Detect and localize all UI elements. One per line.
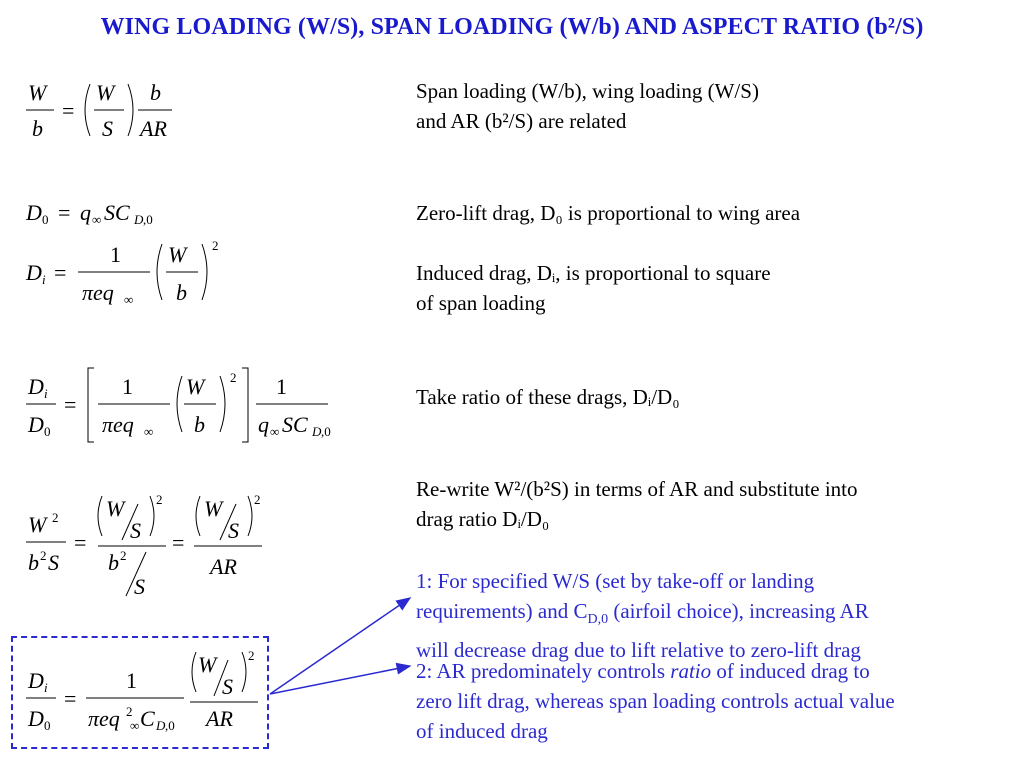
svg-text:S: S xyxy=(222,674,233,699)
svg-text:S: S xyxy=(228,518,239,543)
svg-text:2: 2 xyxy=(248,648,255,663)
svg-text:,0: ,0 xyxy=(165,718,175,733)
svg-text:0: 0 xyxy=(44,424,51,439)
svg-text:,0: ,0 xyxy=(321,424,331,439)
svg-text:W: W xyxy=(168,242,188,267)
svg-text:b: b xyxy=(28,550,39,575)
svg-text:∞: ∞ xyxy=(130,718,139,733)
svg-text:W: W xyxy=(186,374,206,399)
svg-text:S: S xyxy=(102,116,113,141)
svg-text:=: = xyxy=(58,200,70,225)
highlight-box xyxy=(11,636,269,749)
svg-text:=: = xyxy=(62,98,74,123)
description-4: Take ratio of these drags, Dᵢ/D₀ xyxy=(416,385,680,409)
svg-text:1: 1 xyxy=(122,374,133,399)
svg-text:W: W xyxy=(28,80,48,105)
svg-text:=: = xyxy=(54,260,66,285)
svg-text:1: 1 xyxy=(126,668,137,693)
svg-text:b: b xyxy=(194,412,205,437)
svg-text:i: i xyxy=(44,680,48,695)
svg-text:0: 0 xyxy=(44,718,51,733)
svg-text:∞: ∞ xyxy=(124,292,133,307)
svg-text:2: 2 xyxy=(212,238,219,253)
svg-text:AR: AR xyxy=(208,554,237,579)
svg-text:i: i xyxy=(42,272,46,287)
page-title: WING LOADING (W/S), SPAN LOADING (W/b) A… xyxy=(100,14,924,40)
svg-text:q: q xyxy=(258,412,269,437)
svg-text:SC: SC xyxy=(282,412,308,437)
svg-text:AR: AR xyxy=(204,706,233,731)
arrow-to-note-2 xyxy=(269,662,412,695)
svg-text:D: D xyxy=(27,706,44,731)
svg-text:πeq: πeq xyxy=(102,412,134,437)
svg-text:S: S xyxy=(48,550,59,575)
svg-text:b: b xyxy=(32,116,43,141)
svg-text:b: b xyxy=(150,80,161,105)
svg-text:q: q xyxy=(80,200,91,225)
svg-text:=: = xyxy=(172,530,184,555)
svg-text:D: D xyxy=(27,374,44,399)
svg-text:D: D xyxy=(133,212,144,227)
svg-text:b: b xyxy=(176,280,187,305)
description-5: Re-write W²/(b²S) in terms of AR and sub… xyxy=(416,477,858,531)
svg-text:1: 1 xyxy=(276,374,287,399)
svg-text:∞: ∞ xyxy=(92,212,101,227)
arrow-to-note-1 xyxy=(269,597,412,695)
svg-text:S: S xyxy=(134,574,145,599)
description-3: Induced drag, Dᵢ, is proportional to squ… xyxy=(416,261,771,315)
svg-text:2: 2 xyxy=(52,510,59,525)
note-1: 1: For specified W/S (set by take-off or… xyxy=(416,569,869,662)
svg-text:1: 1 xyxy=(110,242,121,267)
svg-text:2: 2 xyxy=(156,492,163,507)
svg-text:D: D xyxy=(155,718,166,733)
svg-text:AR: AR xyxy=(138,116,167,141)
svg-text:2: 2 xyxy=(126,704,133,719)
svg-text:=: = xyxy=(64,686,76,711)
svg-text:W: W xyxy=(204,496,224,521)
svg-text:D: D xyxy=(311,424,322,439)
svg-text:D: D xyxy=(27,668,44,693)
svg-text:2: 2 xyxy=(230,370,237,385)
svg-text:D: D xyxy=(27,412,44,437)
svg-text:b: b xyxy=(108,550,119,575)
svg-text:W: W xyxy=(96,80,116,105)
svg-text:=: = xyxy=(64,392,76,417)
equation-span-loading: W b = W S b AR xyxy=(26,80,172,141)
description-1: Span loading (W/b), wing loading (W/S)an… xyxy=(416,79,759,133)
svg-text:=: = xyxy=(74,530,86,555)
svg-text:0: 0 xyxy=(42,212,49,227)
svg-text:D: D xyxy=(25,200,42,225)
svg-text:SC: SC xyxy=(104,200,130,225)
svg-text:S: S xyxy=(130,518,141,543)
note-2: 2: AR predominately controls ratio of in… xyxy=(416,659,895,743)
description-2: Zero-lift drag, D₀ is proportional to wi… xyxy=(416,201,801,225)
svg-text:D: D xyxy=(25,260,42,285)
svg-text:W: W xyxy=(198,652,218,677)
svg-text:2: 2 xyxy=(40,548,47,563)
svg-text:W: W xyxy=(28,512,48,537)
svg-text:πeq: πeq xyxy=(82,280,114,305)
svg-text:W: W xyxy=(106,496,126,521)
svg-text:πeq: πeq xyxy=(88,706,120,731)
svg-text:C: C xyxy=(140,706,155,731)
svg-text:∞: ∞ xyxy=(144,424,153,439)
svg-text:i: i xyxy=(44,386,48,401)
svg-text:∞: ∞ xyxy=(270,424,279,439)
svg-text:2: 2 xyxy=(120,548,127,563)
svg-text:,0: ,0 xyxy=(143,212,153,227)
svg-text:2: 2 xyxy=(254,492,261,507)
